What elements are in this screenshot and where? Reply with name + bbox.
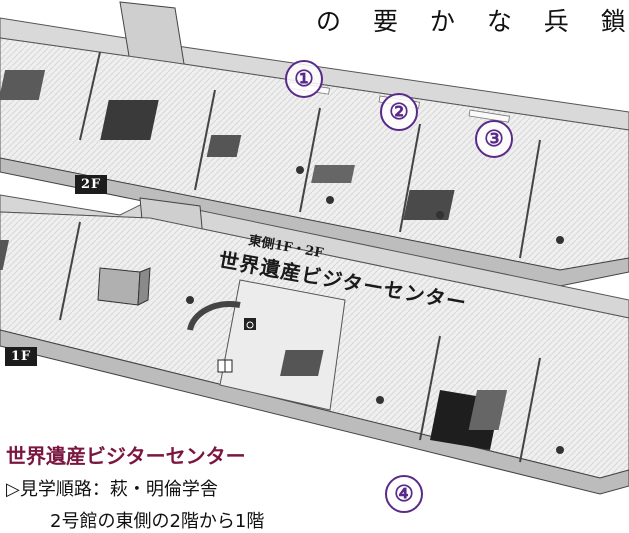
restroom-icon [217, 359, 233, 373]
wheelchair-icon [244, 318, 256, 330]
caption-route: ▷見学順路：萩・明倫学舎 [6, 479, 218, 500]
floor-tag-2f: 2F [75, 175, 108, 194]
marker-3: ③ [475, 120, 513, 158]
marker-4: ④ [385, 475, 423, 513]
lower-floor-building [0, 194, 629, 495]
upper-floor-building [0, 1, 629, 287]
header-text-fragment: の 要 か な 兵 鎖 る 鎖 [316, 7, 629, 34]
marker-2: ② [380, 93, 418, 131]
caption-block: 世界遺産ビジターセンター ▷見学順路：萩・明倫学舎 2号館の東側の2階から1階 [6, 440, 386, 533]
caption-route-continued: 2号館の東側の2階から1階 [50, 511, 265, 532]
marker-1: ① [285, 60, 323, 98]
floor-tag-1f: 1F [5, 347, 38, 366]
caption-title: 世界遺産ビジターセンター [6, 444, 246, 468]
